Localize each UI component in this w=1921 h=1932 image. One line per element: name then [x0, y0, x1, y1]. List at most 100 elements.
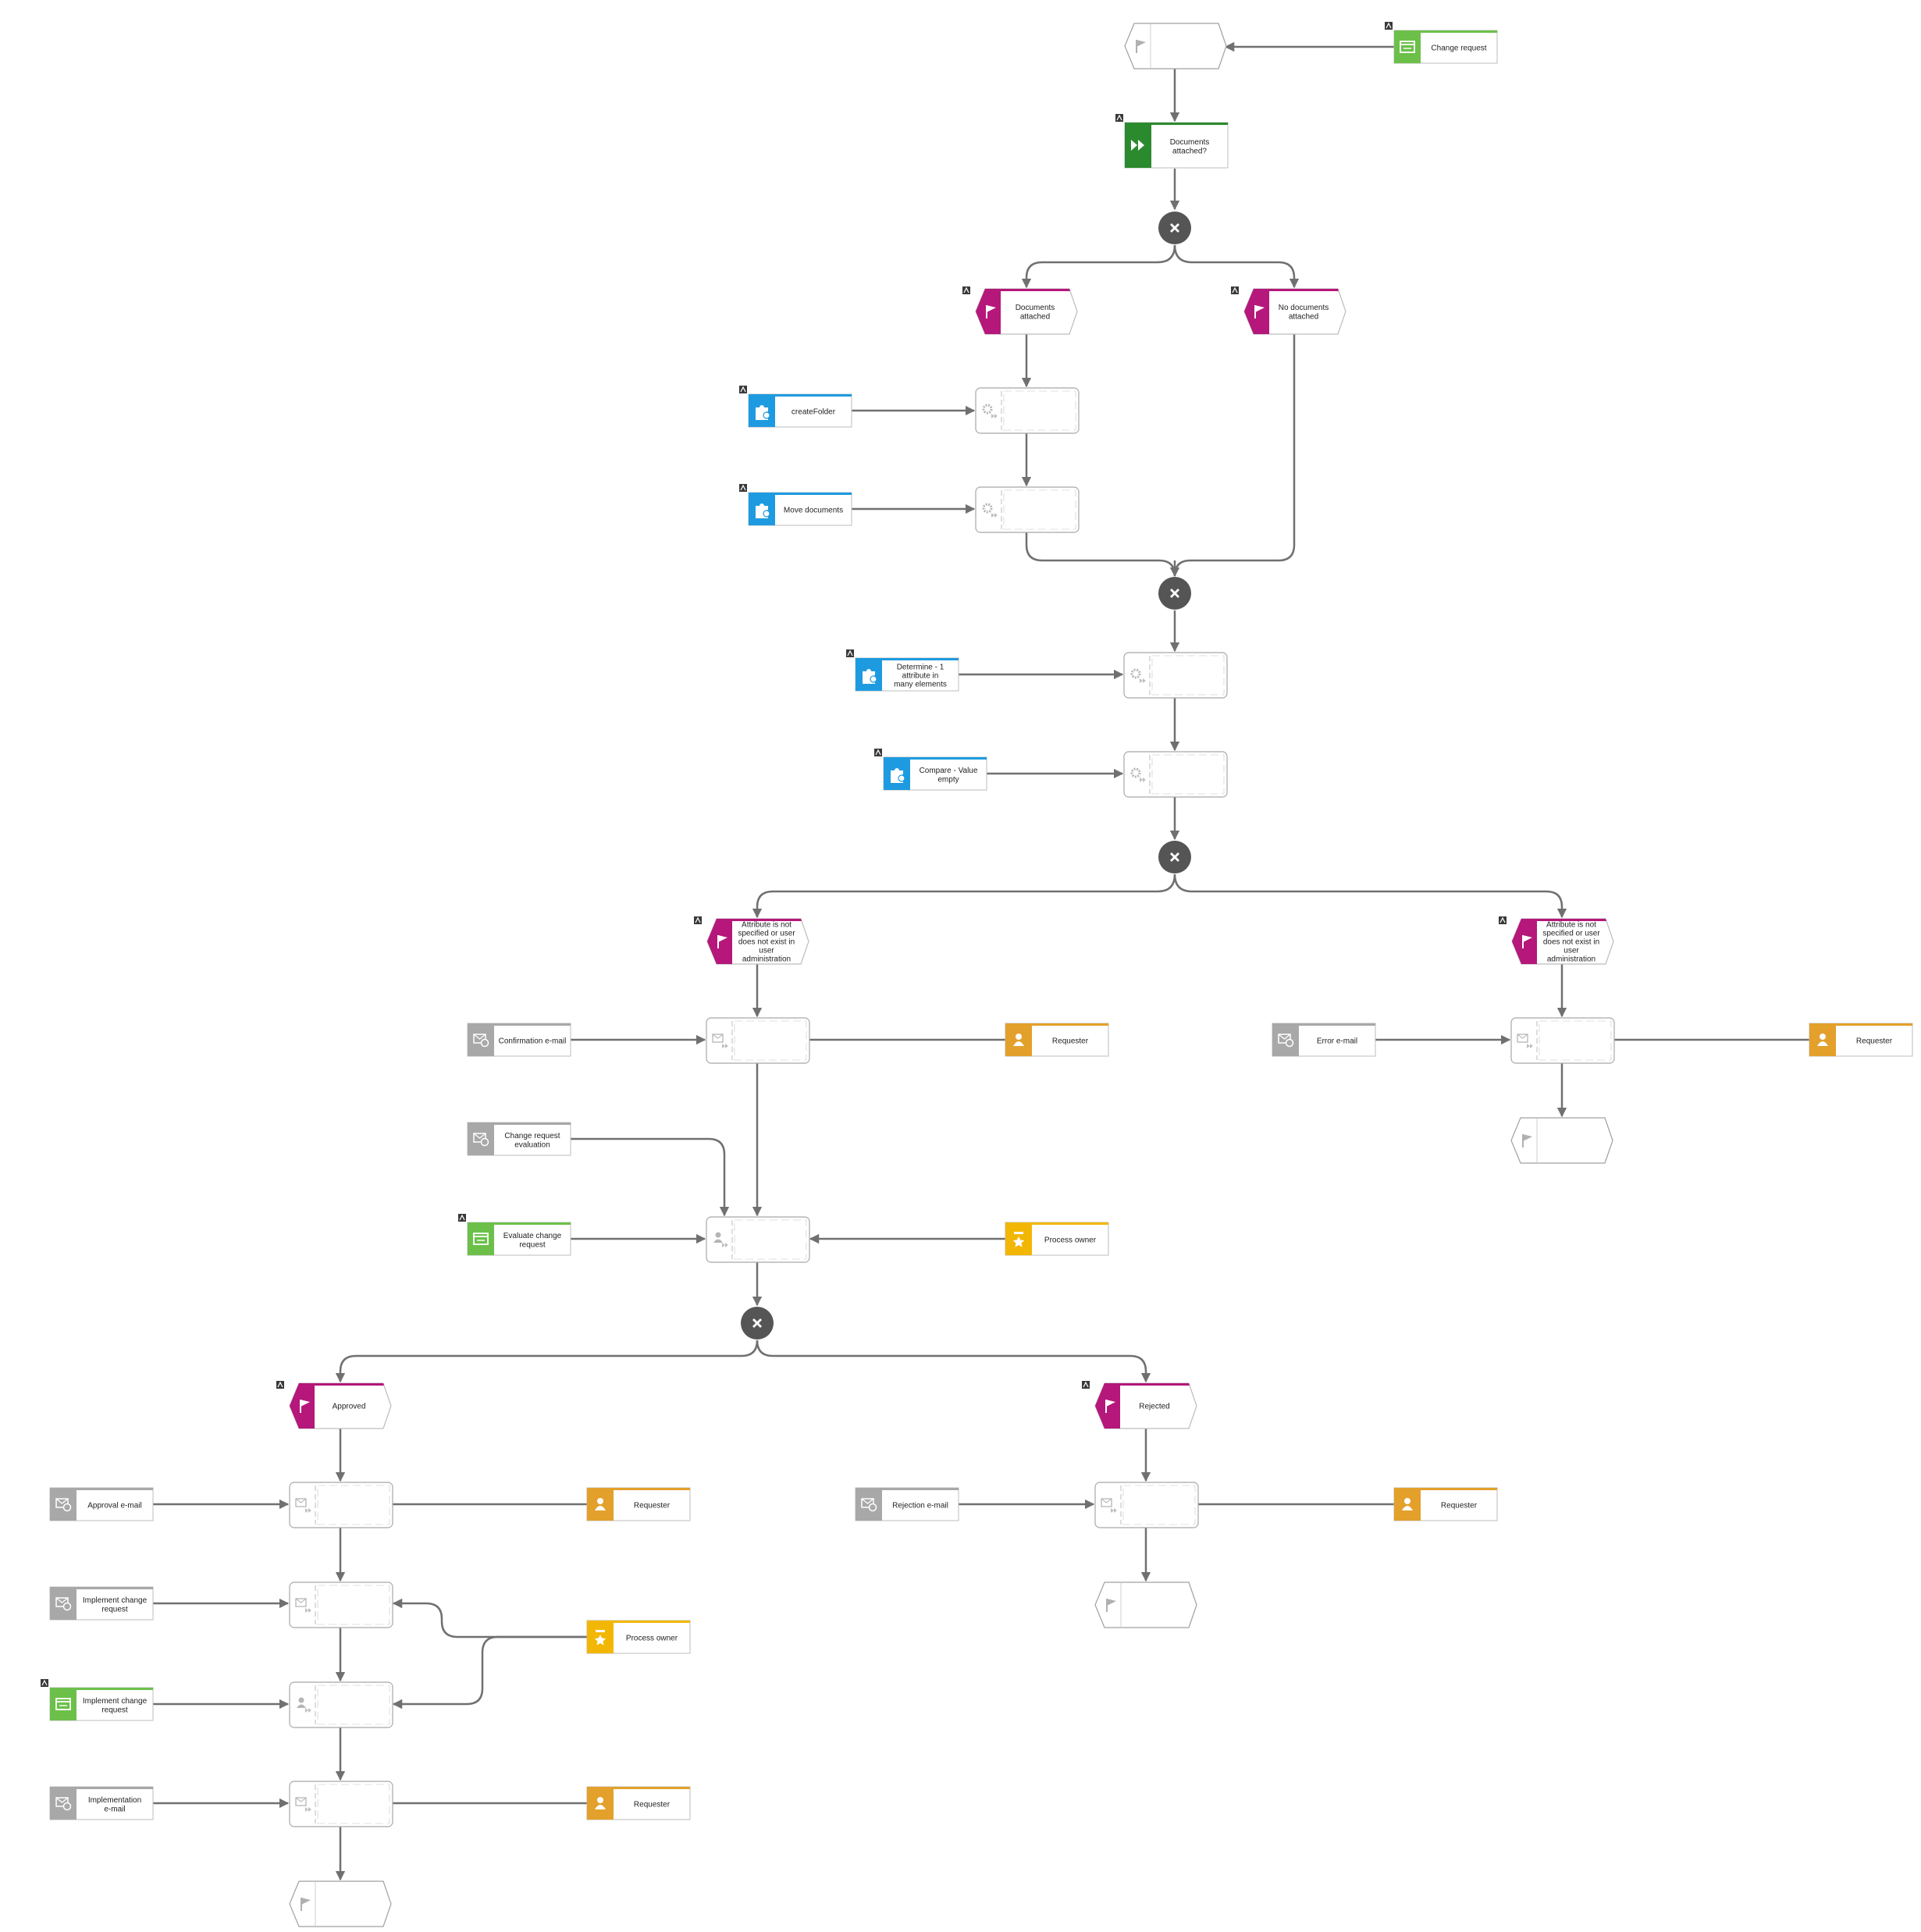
task-compare-value[interactable] [1123, 751, 1228, 798]
task-icon [297, 1697, 311, 1713]
node-label: specified or user [1542, 930, 1600, 938]
node-label: empty [937, 775, 959, 784]
node-label: does not exist in [738, 938, 795, 947]
task-send-implement-email[interactable] [289, 1582, 393, 1628]
rejected-event[interactable]: Rejected [1082, 1381, 1197, 1429]
task-send-confirmation-email[interactable] [706, 1017, 810, 1064]
task-icon [1101, 1498, 1117, 1513]
email-at-icon [55, 1597, 72, 1611]
xor-gateway-4[interactable] [741, 1307, 774, 1340]
flag-icon [1522, 935, 1532, 948]
requester-role-icon [1013, 1034, 1024, 1046]
assignment-marker-icon [1082, 1381, 1090, 1389]
assignment-marker-icon [962, 286, 970, 294]
app-window-icon [55, 1698, 71, 1710]
requester-5-role[interactable]: Requester [586, 1786, 691, 1820]
node-label: Requester [634, 1801, 671, 1809]
xor-gateway-3[interactable] [1158, 841, 1191, 873]
connector-line [752, 873, 1176, 919]
assignment-marker-icon [1499, 916, 1507, 924]
node-label: e-mail [104, 1805, 125, 1813]
connector-line [1021, 244, 1176, 289]
task-determine-attribute[interactable] [1123, 652, 1228, 699]
process-owner-2-owner[interactable]: Process owner [586, 1620, 691, 1654]
connector-line [392, 1635, 587, 1710]
task-move-documents[interactable] [975, 486, 1080, 533]
node-label: Attribute is not [1546, 921, 1596, 930]
rejection-email-email[interactable]: Rejection e-mail [855, 1487, 959, 1521]
xor-gateway-2[interactable] [1158, 577, 1191, 610]
connector-line [335, 1340, 759, 1383]
task-send-error-email[interactable] [1510, 1017, 1615, 1064]
assignment-marker-icon [846, 649, 854, 657]
node-label: Implement change [83, 1697, 148, 1706]
task-evaluate-change-request[interactable] [706, 1216, 810, 1263]
process-owner-1-owner[interactable]: Process owner [1005, 1222, 1109, 1256]
requester-4-role[interactable]: Requester [1393, 1487, 1498, 1521]
end-event-rejected[interactable] [1094, 1582, 1197, 1628]
move-documents-service[interactable]: Move documents [739, 484, 852, 526]
flag-icon [986, 305, 996, 318]
assignment-marker-icon [41, 1679, 48, 1687]
requester-role-icon [1817, 1034, 1828, 1046]
approval-email-email[interactable]: Approval e-mail [49, 1487, 154, 1521]
end-event-approved[interactable] [289, 1880, 392, 1927]
start-event[interactable] [1124, 23, 1227, 69]
node-label: Attribute is not [742, 921, 792, 930]
connector-line [1025, 532, 1176, 577]
task-icon [295, 1797, 311, 1812]
requester-2-role[interactable]: Requester [1809, 1023, 1913, 1057]
create-folder-service[interactable]: createFolder [739, 386, 852, 428]
end-event-error[interactable] [1510, 1117, 1613, 1164]
change-request-app[interactable]: Change request [1385, 22, 1498, 64]
node-label: attribute in [902, 672, 939, 681]
task-send-implementation-email[interactable] [289, 1781, 393, 1827]
task-icon [295, 1598, 311, 1613]
xor-gateway-1[interactable] [1158, 212, 1191, 244]
xor-gateway-icon [1170, 589, 1179, 598]
task-icon [713, 1232, 728, 1247]
confirmation-email-email[interactable]: Confirmation e-mail [467, 1023, 571, 1057]
error-email-email[interactable]: Error e-mail [1272, 1023, 1376, 1057]
assignment-marker-icon [874, 749, 882, 756]
requester-1-role[interactable]: Requester [1005, 1023, 1109, 1057]
xor-gateway-icon [1170, 223, 1179, 233]
node-label: No documents [1279, 304, 1329, 312]
connector-line [756, 1340, 1151, 1383]
email-at-icon [473, 1133, 489, 1147]
task-send-rejection-email[interactable] [1094, 1482, 1199, 1528]
task-icon [982, 404, 998, 418]
node-label: evaluation [514, 1140, 550, 1149]
task-send-approval-email[interactable] [289, 1482, 393, 1528]
node-label: user [759, 947, 774, 955]
requester-3-role[interactable]: Requester [586, 1487, 691, 1521]
assignment-marker-icon [458, 1214, 466, 1222]
flag-icon [1254, 305, 1265, 318]
assignment-marker-icon [1385, 22, 1393, 30]
node-label: specified or user [738, 930, 795, 938]
node-label: administration [1547, 955, 1595, 964]
node-label: Process owner [626, 1635, 678, 1643]
node-label: Compare - Value [920, 767, 978, 775]
task-implement-change-request[interactable] [289, 1681, 393, 1728]
node-label: Move documents [784, 507, 843, 515]
task-create-folder[interactable] [975, 387, 1080, 434]
node-label: Requester [1052, 1037, 1089, 1046]
node-label: attached? [1172, 147, 1207, 155]
approved-event[interactable]: Approved [276, 1381, 392, 1429]
assignment-marker-icon [739, 484, 747, 492]
node-label: Implementation [88, 1796, 141, 1805]
